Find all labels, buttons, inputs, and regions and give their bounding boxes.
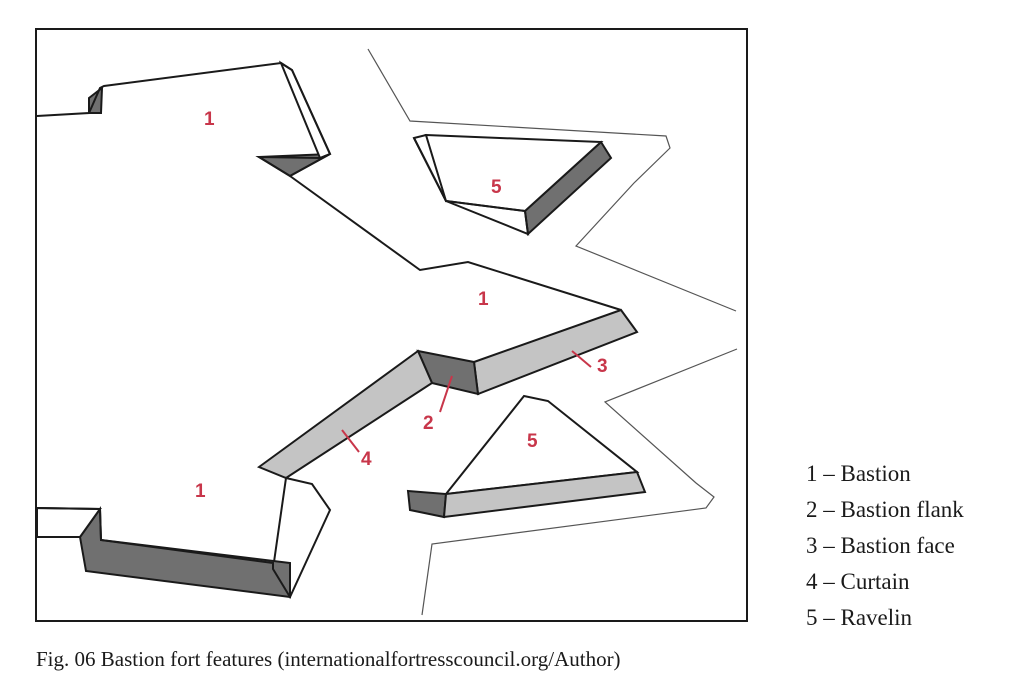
legend-item-bastion: 1 – Bastion [806, 461, 911, 486]
label-ravelin-top: 5 [491, 177, 502, 198]
lower-bastion-outline [36, 507, 291, 598]
label-bastion-bottom: 1 [195, 481, 206, 502]
lower-ravelin-front-face [442, 470, 647, 519]
label-flank: 2 [423, 413, 434, 434]
diagram-frame [35, 28, 748, 622]
legend-item-bastion-flank: 2 – Bastion flank [806, 497, 964, 522]
center-bastion-outline [289, 175, 622, 311]
flank-leader-line [439, 375, 453, 413]
legend-item-bastion-face: 3 – Bastion face [806, 533, 955, 558]
upper-ravelin-base [413, 137, 530, 236]
label-face: 3 [597, 356, 608, 377]
glacis-outline-top [367, 48, 737, 312]
upper-bastion-outline [36, 61, 332, 178]
label-ravelin-bottom: 5 [527, 431, 538, 452]
label-bastion-center: 1 [478, 289, 489, 310]
glacis-outline-bottom [421, 348, 738, 616]
legend-item-ravelin: 5 – Ravelin [806, 605, 913, 630]
curtain [256, 349, 434, 480]
label-bastion-top: 1 [204, 109, 215, 130]
face-leader-line [571, 350, 592, 368]
legend: 1 – Bastion 2 – Bastion flank 3 – Bastio… [806, 456, 964, 636]
legend-item-curtain: 4 – Curtain [806, 569, 910, 594]
figure-caption: Fig. 06 Bastion fort features (internati… [36, 647, 621, 671]
label-curtain: 4 [361, 449, 372, 470]
curtain-leader-line [341, 429, 360, 453]
